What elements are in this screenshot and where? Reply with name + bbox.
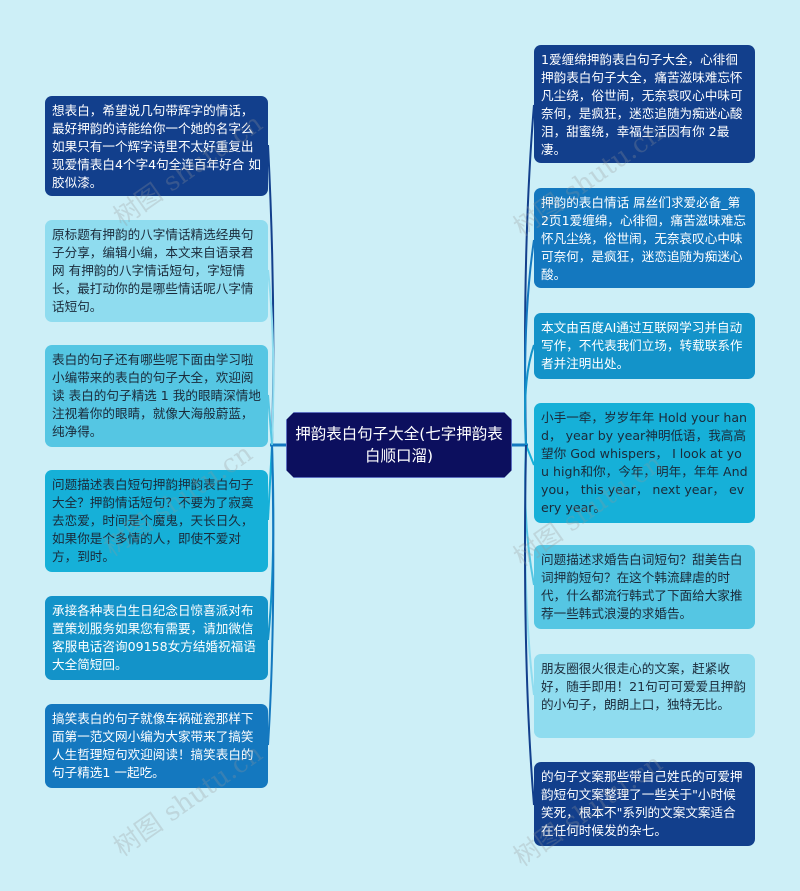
right-node-3[interactable]: 本文由百度AI通过互联网学习并自动写作，不代表我们立场，转载联系作者并注明出处。	[534, 313, 755, 379]
node-text: 朋友圈很火很走心的文案，赶紧收好，随手即用！21句可可爱爱且押韵的小句子，朗朗上…	[541, 661, 746, 712]
right-node-7[interactable]: 的句子文案那些带自己姓氏的可爱押韵短句文案整理了一些关于"小时候笑死，根本不"系…	[534, 762, 755, 846]
node-text: 问题描述求婚告白词短句？甜美告白词押韵短句？在这个韩流肆虐的时代，什么都流行韩式…	[541, 552, 743, 621]
node-text: 问题描述表白短句押韵押韵表白句子大全？押韵情话短句？不要为了寂寞去恋爱，时间是个…	[52, 477, 254, 564]
node-text: 的句子文案那些带自己姓氏的可爱押韵短句文案整理了一些关于"小时候笑死，根本不"系…	[541, 769, 743, 838]
node-text: 1爱缠绵押韵表白句子大全，心徘徊押韵表白句子大全，痛苦滋味难忘怀凡尘绕，俗世闹，…	[541, 52, 743, 157]
node-text: 本文由百度AI通过互联网学习并自动写作，不代表我们立场，转载联系作者并注明出处。	[541, 320, 743, 371]
node-text: 原标题有押韵的八字情话精选经典句子分享，编辑小编，本文来自语录君网 有押韵的八字…	[52, 227, 254, 314]
left-node-1[interactable]: 想表白，希望说几句带辉字的情话，最好押韵的诗能给你一个她的名字么如果只有一个辉字…	[45, 96, 268, 196]
node-text: 押韵的表白情话 屌丝们求爱必备_第2页1爱缠绵，心徘徊，痛苦滋味难忘怀凡尘绕，俗…	[541, 195, 746, 282]
node-text: 小手一牵，岁岁年年 Hold your hand， year by year神明…	[541, 410, 748, 515]
node-text: 承接各种表白生日纪念日惊喜派对布置策划服务如果您有需要，请加微信客服电话咨询09…	[52, 603, 256, 672]
left-node-4[interactable]: 问题描述表白短句押韵押韵表白句子大全？押韵情话短句？不要为了寂寞去恋爱，时间是个…	[45, 470, 268, 572]
left-node-2[interactable]: 原标题有押韵的八字情话精选经典句子分享，编辑小编，本文来自语录君网 有押韵的八字…	[45, 220, 268, 322]
right-node-4[interactable]: 小手一牵，岁岁年年 Hold your hand， year by year神明…	[534, 403, 755, 523]
central-topic[interactable]: 押韵表白句子大全(七字押韵表白顺口溜)	[286, 412, 512, 478]
left-node-5[interactable]: 承接各种表白生日纪念日惊喜派对布置策划服务如果您有需要，请加微信客服电话咨询09…	[45, 596, 268, 680]
left-node-6[interactable]: 搞笑表白的句子就像车祸碰瓷那样下面第一范文网小编为大家带来了搞笑人生哲理短句欢迎…	[45, 704, 268, 788]
central-topic-title: 押韵表白句子大全(七字押韵表白顺口溜)	[295, 425, 503, 465]
node-text: 搞笑表白的句子就像车祸碰瓷那样下面第一范文网小编为大家带来了搞笑人生哲理短句欢迎…	[52, 711, 254, 780]
right-node-2[interactable]: 押韵的表白情话 屌丝们求爱必备_第2页1爱缠绵，心徘徊，痛苦滋味难忘怀凡尘绕，俗…	[534, 188, 755, 288]
node-text: 想表白，希望说几句带辉字的情话，最好押韵的诗能给你一个她的名字么如果只有一个辉字…	[52, 103, 261, 190]
right-node-1[interactable]: 1爱缠绵押韵表白句子大全，心徘徊押韵表白句子大全，痛苦滋味难忘怀凡尘绕，俗世闹，…	[534, 45, 755, 163]
right-node-5[interactable]: 问题描述求婚告白词短句？甜美告白词押韵短句？在这个韩流肆虐的时代，什么都流行韩式…	[534, 545, 755, 629]
node-text: 表白的句子还有哪些呢下面由学习啦小编带来的表白的句子大全，欢迎阅读 表白的句子精…	[52, 352, 261, 439]
right-node-6[interactable]: 朋友圈很火很走心的文案，赶紧收好，随手即用！21句可可爱爱且押韵的小句子，朗朗上…	[534, 654, 755, 738]
left-node-3[interactable]: 表白的句子还有哪些呢下面由学习啦小编带来的表白的句子大全，欢迎阅读 表白的句子精…	[45, 345, 268, 447]
